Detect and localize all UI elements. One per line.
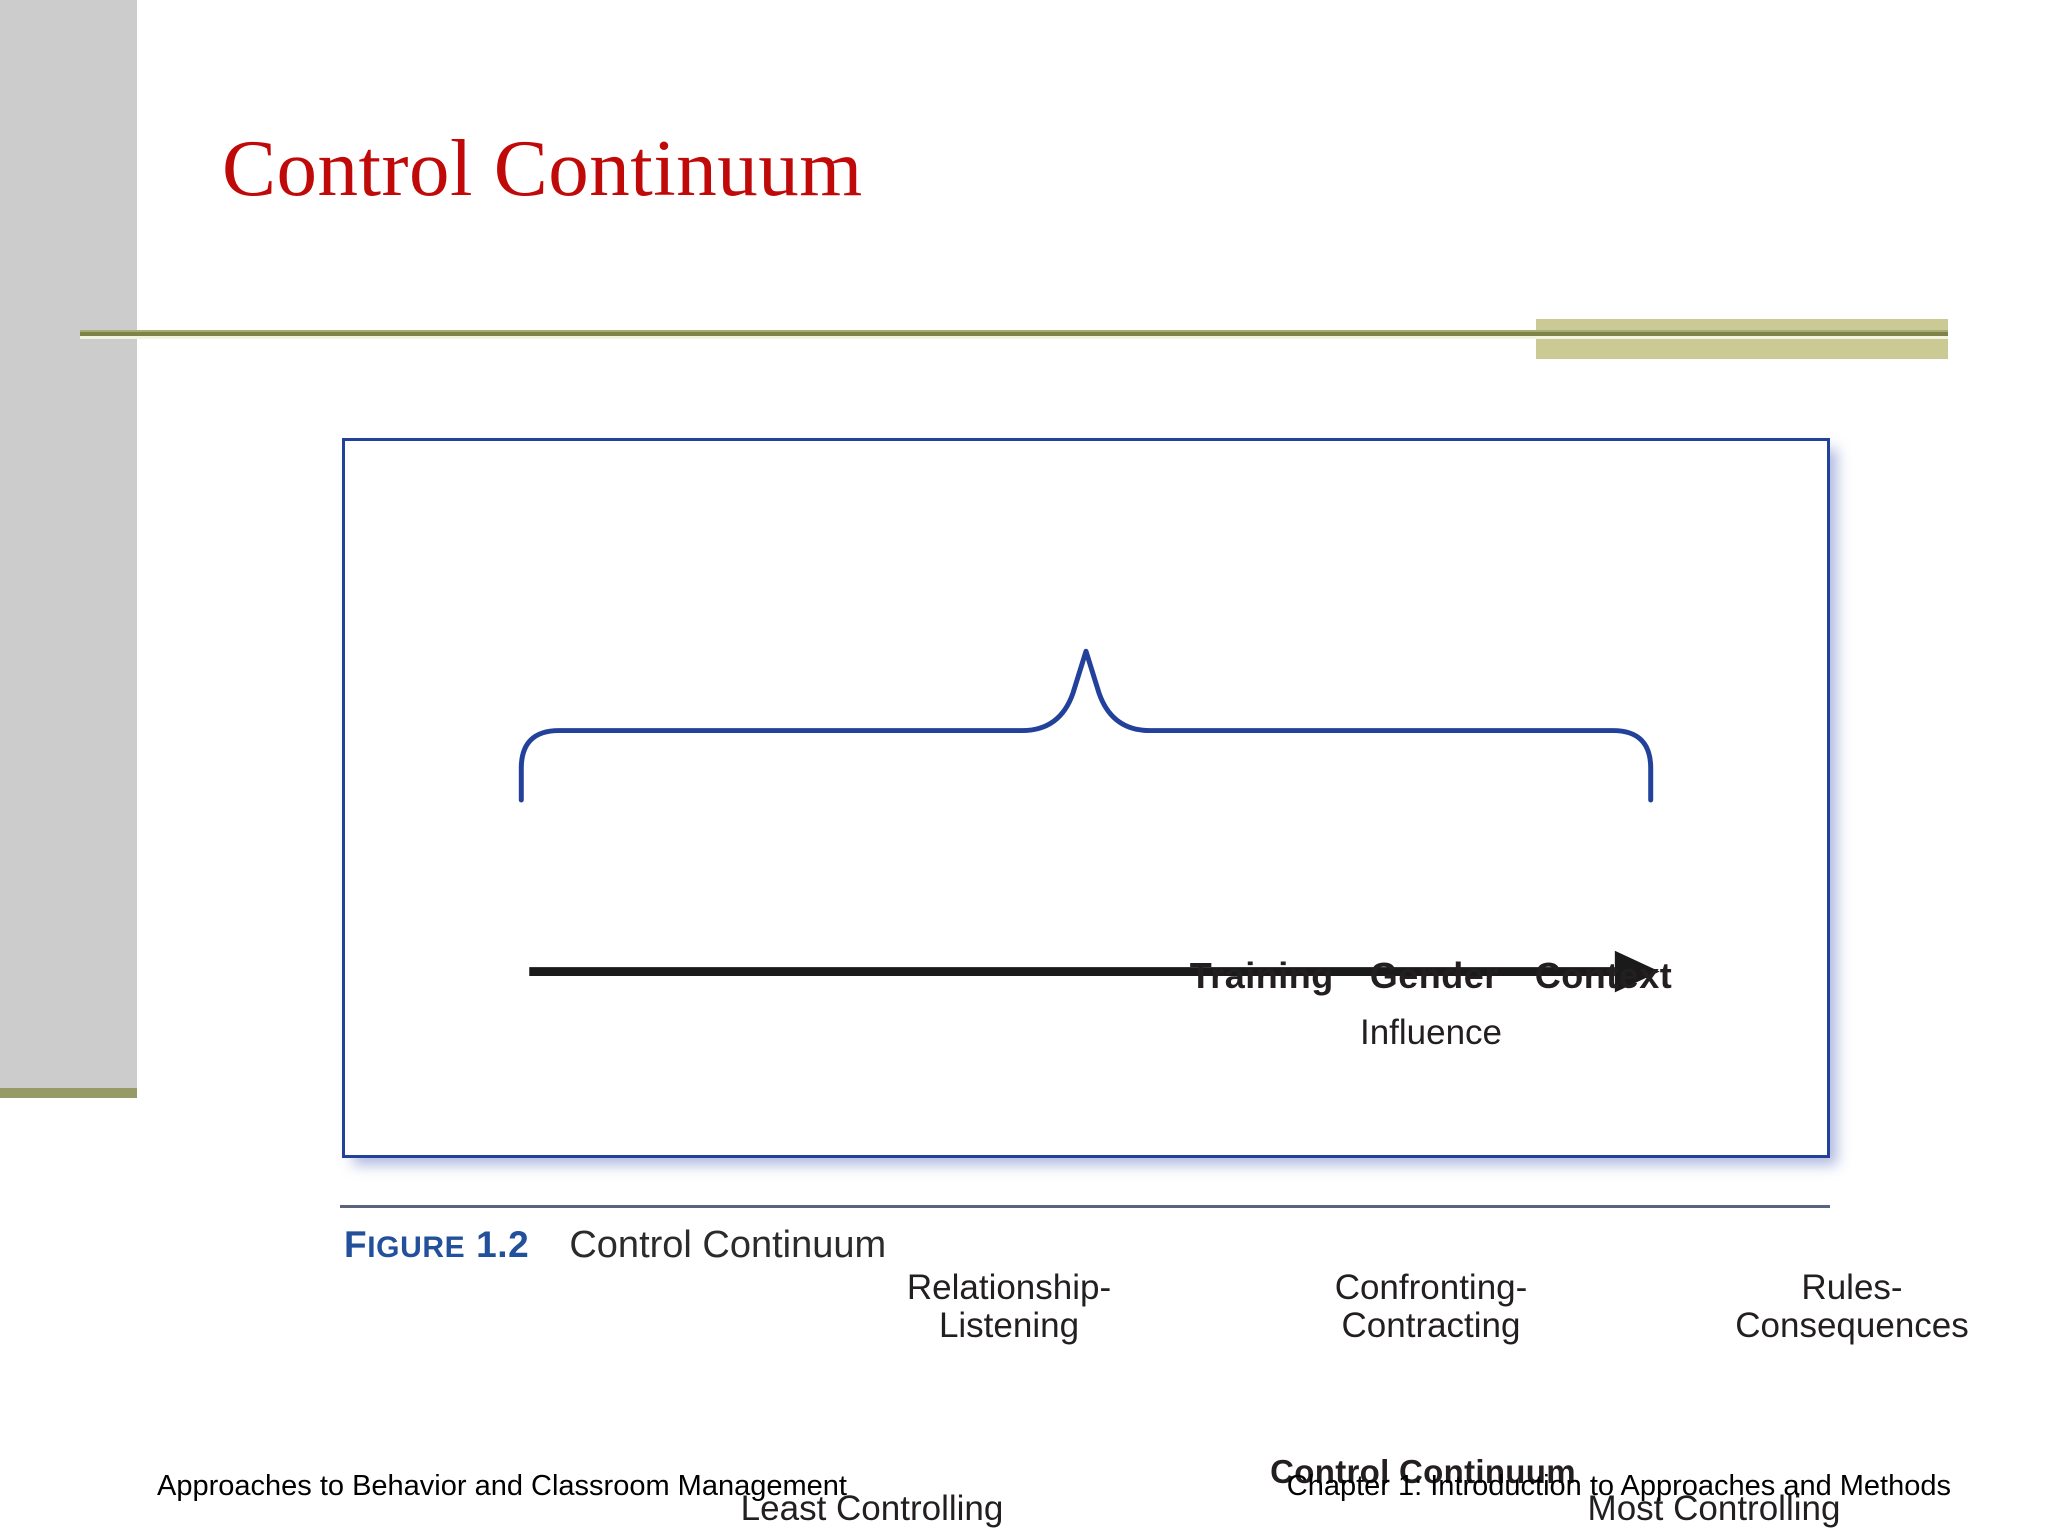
influence-subtitle: Influence bbox=[1359, 1013, 1503, 1052]
header-rule-shadow bbox=[80, 336, 1948, 339]
continuum-label-line1: Confronting- bbox=[1334, 1268, 1528, 1307]
figure-caption-number-value: 1.2 bbox=[476, 1224, 530, 1265]
header-rule bbox=[80, 332, 1948, 336]
continuum-label-line1: Relationship- bbox=[906, 1268, 1112, 1307]
left-sidebar-gray-strip bbox=[0, 0, 137, 1088]
figure-caption: FIGURE 1.2 Control Continuum bbox=[344, 1224, 886, 1267]
continuum-arrow-group bbox=[529, 950, 1660, 993]
continuum-arrow-head bbox=[1614, 950, 1660, 993]
influences-row: Training Gender Context bbox=[1190, 955, 1673, 997]
continuum-label-line2: Consequences bbox=[1735, 1305, 1969, 1345]
continuum-label-rules-consequences: Rules- Consequences bbox=[1735, 1269, 1969, 1345]
continuum-least-controlling-label: Least Controlling bbox=[740, 1489, 1004, 1528]
continuum-label-line2: Contracting bbox=[1341, 1305, 1521, 1345]
influence-brace bbox=[518, 648, 1654, 803]
figure-box: Training Gender Context Influence Relation… bbox=[342, 438, 1969, 1528]
figure-diagram-svg bbox=[518, 648, 1660, 993]
footer-right-text: Chapter 1: Introduction to Approaches an… bbox=[1286, 1470, 1951, 1502]
continuum-label-relationship-listening: Relationship- Listening bbox=[907, 1269, 1111, 1345]
influence-item-gender: Gender bbox=[1369, 955, 1499, 996]
continuum-label-line1: Rules- bbox=[1801, 1268, 1903, 1307]
page-title: Control Continuum bbox=[222, 123, 863, 213]
figure-caption-number-word: IGURE bbox=[367, 1231, 466, 1264]
footer-left-text: Approaches to Behavior and Classroom Man… bbox=[157, 1470, 847, 1502]
influence-item-training: Training bbox=[1189, 955, 1334, 996]
header-accent-block bbox=[1536, 319, 1948, 359]
left-sidebar-olive-band bbox=[0, 1088, 137, 1098]
influence-item-context: Context bbox=[1534, 955, 1673, 996]
continuum-most-controlling-label: Most Controlling bbox=[1587, 1489, 1841, 1528]
continuum-label-line2: Listening bbox=[938, 1305, 1080, 1345]
continuum-label-confronting-contracting: Confronting- Contracting bbox=[1335, 1269, 1528, 1345]
figure-caption-rule bbox=[340, 1205, 1830, 1208]
header-rule-highlight bbox=[80, 330, 1948, 332]
figure-caption-number: FIGURE 1.2 bbox=[344, 1224, 529, 1265]
brace-group bbox=[518, 648, 1654, 803]
continuum-axis-title: Control Continuum bbox=[1270, 1453, 1576, 1490]
figure-caption-number-initial: F bbox=[344, 1224, 368, 1265]
figure-caption-title: Control Continuum bbox=[569, 1224, 887, 1266]
